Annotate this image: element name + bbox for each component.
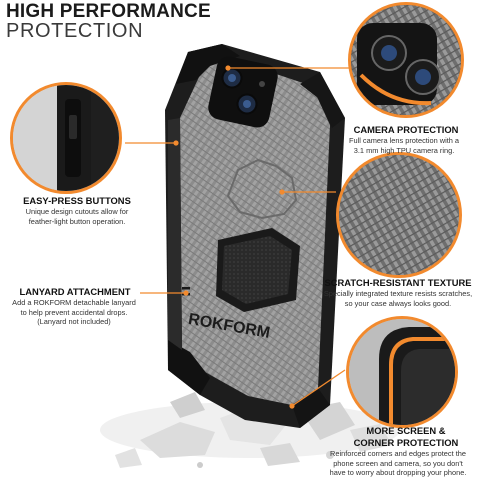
callout-corners-title: MORE SCREEN & CORNER PROTECTION — [353, 425, 459, 448]
callout-texture-text: Specially integrated texture resists scr… — [323, 289, 473, 308]
corner-detail-inset — [346, 316, 458, 428]
phone-case — [165, 44, 345, 428]
camera-detail-inset — [348, 2, 464, 118]
callout-camera-text: Full camera lens protection with a 3.1 m… — [348, 136, 460, 155]
callout-corners-text: Reinforced corners and edges protect the… — [329, 449, 467, 478]
callout-lanyard-text: Add a ROKFORM detachable lanyard to help… — [12, 298, 136, 327]
callout-lanyard-title: LANYARD ATTACHMENT — [19, 286, 131, 297]
buttons-detail-inset — [10, 82, 122, 194]
leader-corners — [291, 369, 346, 407]
headline-secondary: PROTECTION — [6, 20, 144, 42]
callout-camera-title: CAMERA PROTECTION — [353, 124, 459, 135]
headline-primary: HIGH PERFORMANCE — [6, 1, 211, 22]
debris — [100, 392, 400, 468]
callout-texture-title: SCRATCH-RESISTANT TEXTURE — [324, 277, 472, 288]
callout-buttons-title: EASY-PRESS BUTTONS — [23, 195, 131, 206]
texture-detail-inset — [336, 152, 462, 278]
callout-buttons-text: Unique design cutouts allow for feather-… — [25, 207, 129, 226]
